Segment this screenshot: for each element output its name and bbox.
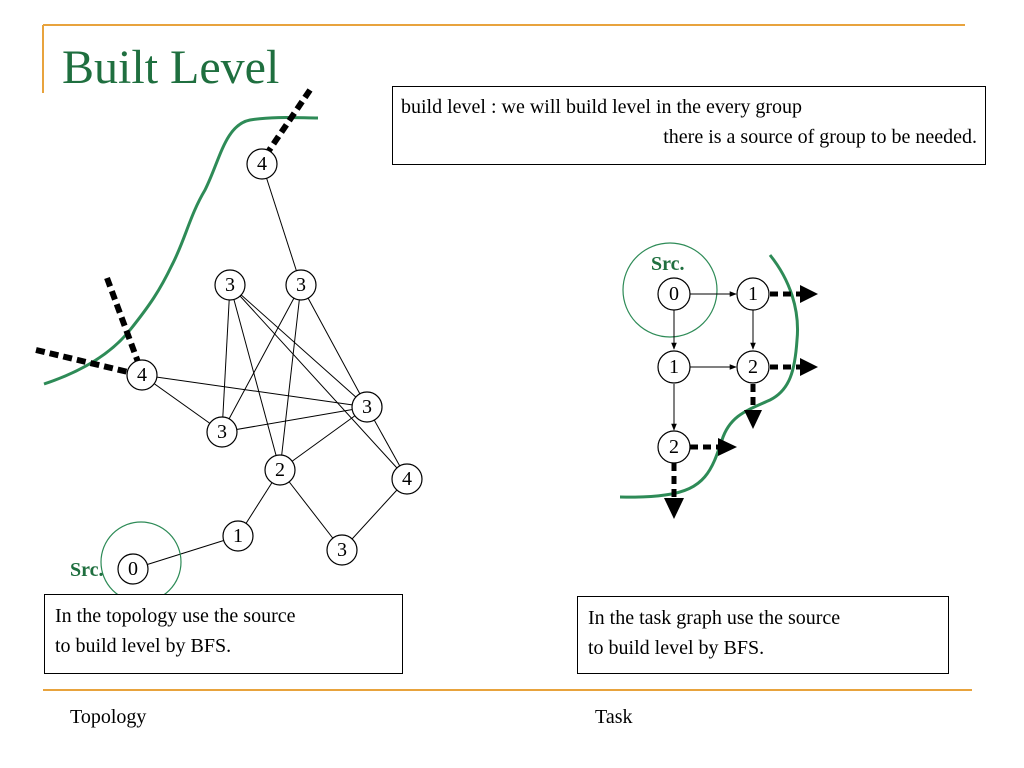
- task-cut-arrowheads: [664, 285, 818, 519]
- topology-edges: [132, 163, 408, 570]
- topology-node: 4: [391, 463, 423, 495]
- svg-text:3: 3: [296, 274, 306, 296]
- task-node: 2: [736, 350, 770, 384]
- topology-node: 4: [246, 148, 278, 180]
- callout-line: to build level by BFS.: [588, 637, 765, 659]
- build-level-callout: build level : we will build level in the…: [392, 86, 986, 165]
- svg-text:0: 0: [669, 283, 679, 305]
- task-edges: [671, 291, 756, 431]
- topology-cut-lines: [35, 88, 313, 375]
- svg-text:2: 2: [275, 459, 285, 481]
- svg-text:2: 2: [669, 436, 679, 458]
- topology-source-node: 0: [117, 553, 149, 585]
- cut-line: [104, 276, 141, 364]
- svg-text:3: 3: [362, 396, 372, 418]
- topology-node: 2: [264, 454, 296, 486]
- arrowhead-icon: [664, 498, 684, 519]
- svg-text:0: 0: [128, 558, 138, 580]
- task-source-label: Src.: [651, 253, 685, 275]
- arrowhead-icon: [800, 358, 818, 376]
- topology-node: 4: [126, 359, 158, 391]
- topology-node: 1: [222, 520, 254, 552]
- topology-edge: [221, 284, 231, 433]
- topology-node: 3: [214, 269, 246, 301]
- callout-line: there is a source of group to be needed.: [663, 126, 977, 148]
- topology-edge: [141, 374, 223, 433]
- svg-text:1: 1: [669, 356, 679, 378]
- slide-title: Built Level: [62, 41, 280, 94]
- task-node: 2: [657, 430, 691, 464]
- cut-line: [265, 88, 313, 154]
- topology-node: 3: [326, 534, 358, 566]
- topology-source-label: Src.: [70, 559, 104, 581]
- task-group-boundary: [619, 254, 800, 499]
- topology-node: 3: [285, 269, 317, 301]
- topology-node: 3: [351, 391, 383, 423]
- task-cut-arrows: [671, 291, 800, 498]
- svg-text:3: 3: [217, 421, 227, 443]
- svg-text:4: 4: [137, 364, 147, 386]
- topology-edge: [300, 284, 368, 408]
- topology-edge: [132, 535, 239, 570]
- task-callout: In the task graph use the source to buil…: [577, 596, 949, 674]
- task-node: 1: [736, 277, 770, 311]
- arrowhead-icon: [800, 285, 818, 303]
- topology-edge: [221, 284, 302, 433]
- topology-edge: [221, 406, 368, 433]
- svg-text:1: 1: [233, 525, 243, 547]
- topology-edge: [141, 374, 368, 408]
- callout-line: In the task graph use the source: [588, 607, 841, 629]
- topology-edge: [229, 284, 281, 471]
- task-node: 1: [657, 350, 691, 384]
- cut-line: [35, 347, 129, 375]
- svg-text:4: 4: [257, 153, 267, 175]
- topology-edge: [279, 469, 343, 551]
- callout-line: build level : we will build level in the…: [401, 96, 803, 118]
- topology-edge: [279, 406, 368, 471]
- footer-task-label: Task: [595, 706, 633, 728]
- topology-edge: [229, 284, 368, 408]
- svg-text:3: 3: [337, 539, 347, 561]
- task-source-region: [622, 242, 718, 338]
- topology-edge: [229, 284, 408, 480]
- topology-edge: [261, 163, 302, 286]
- callout-line: In the topology use the source: [55, 605, 296, 627]
- topology-callout: In the topology use the source to build …: [44, 594, 403, 674]
- callout-line: to build level by BFS.: [55, 635, 232, 657]
- task-source-node: 0: [657, 277, 691, 311]
- arrowhead-icon: [718, 438, 737, 456]
- arrowhead-icon: [744, 410, 762, 429]
- topology-node: 3: [206, 416, 238, 448]
- topology-edge: [341, 478, 408, 551]
- footer-topology-label: Topology: [70, 706, 147, 728]
- svg-text:3: 3: [225, 274, 235, 296]
- topology-edge: [279, 284, 302, 471]
- svg-text:2: 2: [748, 356, 758, 378]
- topology-group-boundary: [43, 116, 319, 386]
- svg-text:4: 4: [402, 468, 412, 490]
- svg-text:1: 1: [748, 283, 758, 305]
